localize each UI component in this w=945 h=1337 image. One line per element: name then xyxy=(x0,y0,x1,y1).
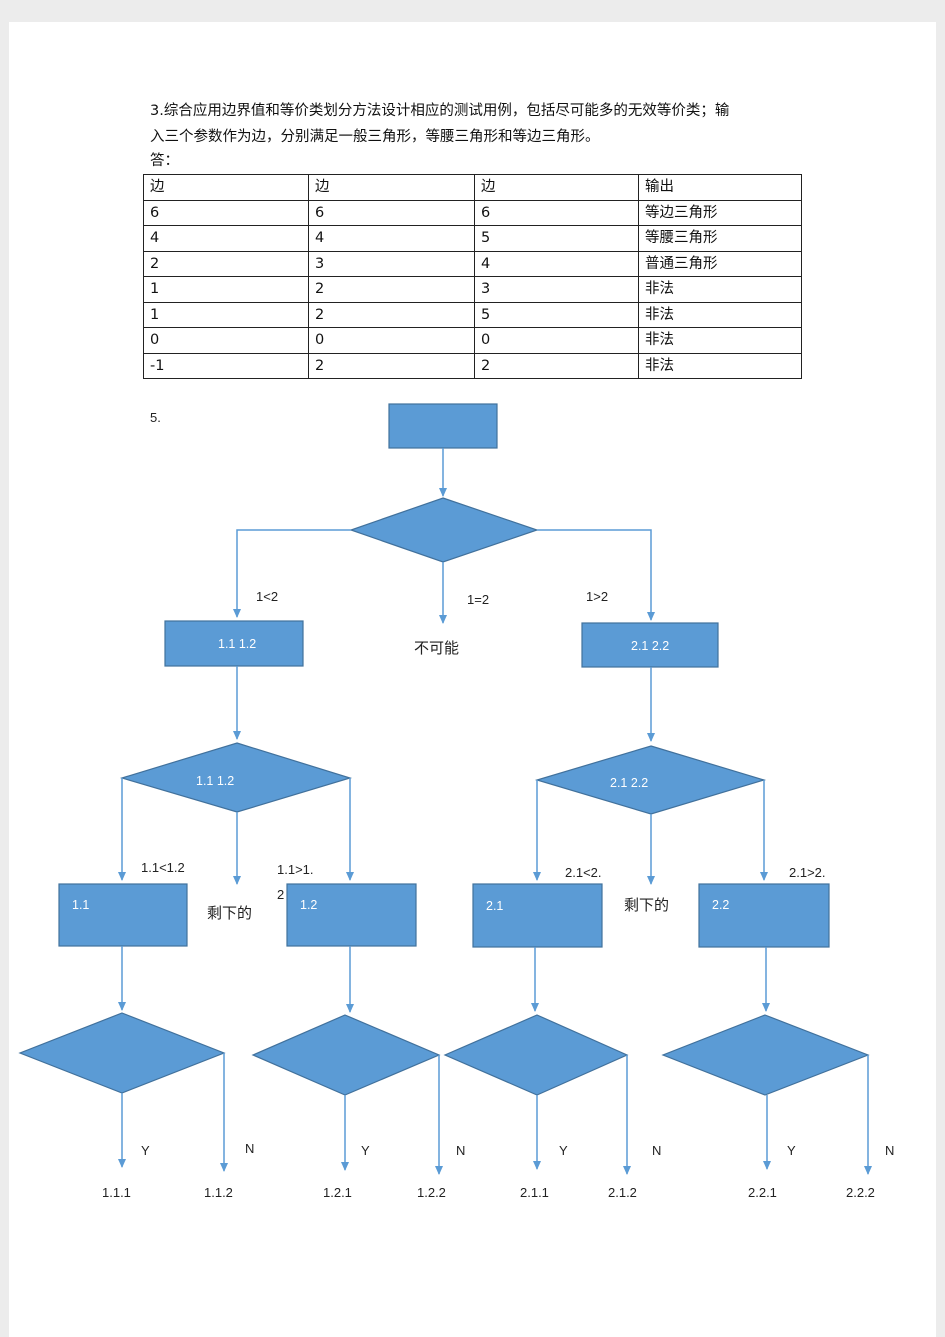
leaf-label: 2.1.2 xyxy=(608,1185,637,1200)
process-box-2-2 xyxy=(698,883,830,948)
start-box xyxy=(388,403,498,449)
table-row: 1 2 5 非法 xyxy=(143,301,802,328)
table-cell: 6 xyxy=(143,199,309,226)
no-label: N xyxy=(456,1143,465,1158)
decision-diamond-right xyxy=(534,745,767,815)
yes-label: Y xyxy=(787,1143,796,1158)
decision-diamond-root xyxy=(349,497,539,563)
process-box-1-1 xyxy=(58,883,188,947)
edge-label: 1<2 xyxy=(256,589,278,604)
table-cell: 4 xyxy=(308,225,475,252)
edge-label: 1=2 xyxy=(467,592,489,607)
process-box-left xyxy=(164,620,304,667)
leaf-label: 1.2.2 xyxy=(417,1185,446,1200)
question-line-2: 入三个参数作为边，分别满足一般三角形，等腰三角形和等边三角形。 xyxy=(150,129,600,145)
table-cell: 1 xyxy=(143,276,309,303)
leaf-label: 2.2.1 xyxy=(748,1185,777,1200)
table-cell: 6 xyxy=(474,199,639,226)
leaf-label: 1.2.1 xyxy=(323,1185,352,1200)
section-number: 5. xyxy=(150,410,161,425)
decision-diamond-1-1 xyxy=(18,1012,226,1094)
box-label: 1.1 xyxy=(72,898,89,912)
table-cell: 非法 xyxy=(638,352,802,379)
edge-label: 2.1>2. xyxy=(789,865,826,880)
decision-diamond-2-2 xyxy=(661,1014,870,1096)
connector xyxy=(233,529,351,618)
table-cell: -1 xyxy=(143,352,309,379)
header-cell: 边 xyxy=(474,174,639,201)
decision-diamond-2-1 xyxy=(443,1014,629,1096)
header-cell: 边 xyxy=(143,174,309,201)
no-label: N xyxy=(885,1143,894,1158)
remaining-label: 剩下的 xyxy=(207,904,252,922)
yes-label: Y xyxy=(559,1143,568,1158)
edge-label: 2 xyxy=(277,887,284,902)
leaf-label: 2.1.1 xyxy=(520,1185,549,1200)
edge-label: 2.1<2. xyxy=(565,865,602,880)
box-label: 2.2 xyxy=(712,898,729,912)
table-cell: 5 xyxy=(474,301,639,328)
box-label: 1.2 xyxy=(300,898,317,912)
impossible-label: 不可能 xyxy=(414,639,459,657)
table-cell: 3 xyxy=(308,250,475,277)
process-box-2-1 xyxy=(472,883,603,948)
edge-label: 1.1<1.2 xyxy=(141,860,185,875)
table-cell: 等腰三角形 xyxy=(638,225,802,252)
question-line-1: 3.综合应用边界值和等价类划分方法设计相应的测试用例，包括尽可能多的无效等价类；… xyxy=(150,103,730,119)
no-label: N xyxy=(652,1143,661,1158)
edge-label: 1>2 xyxy=(586,589,608,604)
leaf-label: 2.2.2 xyxy=(846,1185,875,1200)
leaf-label: 1.1.1 xyxy=(102,1185,131,1200)
table-cell: 5 xyxy=(474,225,639,252)
box-label: 2.1 2.2 xyxy=(631,639,669,653)
remaining-label: 剩下的 xyxy=(624,896,669,914)
diamond-label: 2.1 2.2 xyxy=(610,776,648,790)
box-label: 1.1 1.2 xyxy=(218,637,256,651)
table-header-row: 边 边 边 输出 xyxy=(143,174,802,201)
table-cell: 2 xyxy=(308,352,475,379)
table-cell: 2 xyxy=(143,250,309,277)
diamond-label: 1.1 1.2 xyxy=(196,774,234,788)
connector xyxy=(537,529,655,621)
test-case-table: 边 边 边 输出 6 6 6 等边三角形 4 4 5 等腰三角形 2 3 4 xyxy=(143,174,802,379)
table-row: 4 4 5 等腰三角形 xyxy=(143,225,802,252)
answer-label: 答： xyxy=(150,153,179,169)
table-cell: 6 xyxy=(308,199,475,226)
table-cell: 4 xyxy=(143,225,309,252)
edge-label: 1.1>1. xyxy=(277,862,314,877)
process-box-1-2 xyxy=(286,883,417,947)
yes-label: Y xyxy=(361,1143,370,1158)
yes-label: Y xyxy=(141,1143,150,1158)
table-cell: 非法 xyxy=(638,327,802,354)
leaf-label: 1.1.2 xyxy=(204,1185,233,1200)
table-row: -1 2 2 非法 xyxy=(143,352,802,379)
table-cell: 1 xyxy=(143,301,309,328)
process-box-right xyxy=(581,622,719,668)
box-label: 2.1 xyxy=(486,899,503,913)
table-row: 1 2 3 非法 xyxy=(143,276,802,303)
table-cell: 非法 xyxy=(638,276,802,303)
table-cell: 普通三角形 xyxy=(638,250,802,277)
table-row: 2 3 4 普通三角形 xyxy=(143,250,802,277)
header-cell: 输出 xyxy=(638,174,802,201)
decision-diamond-1-2 xyxy=(251,1014,441,1096)
table-cell: 2 xyxy=(308,301,475,328)
decision-diamond-left xyxy=(119,742,353,813)
no-label: N xyxy=(245,1141,254,1156)
